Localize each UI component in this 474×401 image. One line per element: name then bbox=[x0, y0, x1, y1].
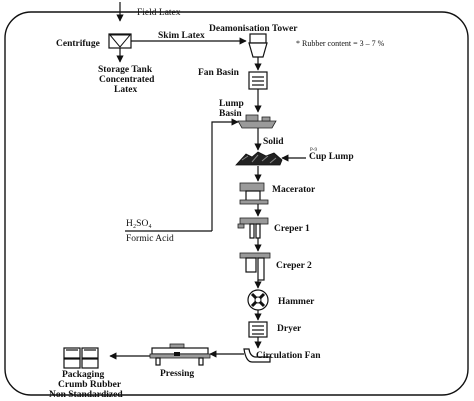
pressing-icon bbox=[149, 343, 211, 366]
dryer-label: Dryer bbox=[277, 324, 302, 334]
centrifuge-icon bbox=[108, 33, 132, 49]
storage-tank-label: Storage Tank bbox=[98, 65, 153, 75]
fan-basin-label: Fan Basin bbox=[198, 68, 240, 78]
solid-label: Solid bbox=[263, 137, 284, 147]
creper1-label: Creper 1 bbox=[274, 224, 310, 234]
lump-basin-icon bbox=[237, 114, 277, 129]
crumb-rubber-label: Crumb Rubber bbox=[58, 380, 122, 390]
pressing-label: Pressing bbox=[160, 369, 194, 379]
creper2-label: Creper 2 bbox=[276, 261, 312, 271]
field-latex-label: Field Latex bbox=[137, 8, 181, 18]
hammer-label: Hammer bbox=[278, 297, 315, 307]
creper2-icon bbox=[239, 252, 271, 281]
skim-latex-label: Skim Latex bbox=[158, 31, 205, 41]
creper1-icon bbox=[237, 217, 269, 239]
formic-acid-label: Formic Acid bbox=[126, 234, 174, 244]
packaging-icon bbox=[63, 347, 99, 369]
concentrated-label: Concentrated bbox=[99, 75, 155, 85]
h2so4-label: H₂SO₄ bbox=[126, 219, 152, 229]
centrifuge-label: Centrifuge bbox=[56, 39, 100, 49]
lump-label: Lump bbox=[219, 99, 244, 109]
cup-lump-label: Cup Lump bbox=[309, 152, 354, 162]
dryer-icon bbox=[248, 321, 268, 338]
basin-label: Basin bbox=[219, 109, 242, 119]
deamonisation-tower-icon bbox=[248, 33, 268, 58]
macerator-label: Macerator bbox=[272, 185, 316, 195]
fan-basin-icon bbox=[248, 71, 268, 90]
packaging-label: Packaging bbox=[62, 370, 104, 380]
circulation-fan-icon bbox=[243, 348, 271, 363]
macerator-icon bbox=[239, 182, 269, 205]
hammer-icon bbox=[247, 289, 269, 311]
non-standardized-label: Non Standardized bbox=[49, 390, 123, 400]
rubber-content-note: * Rubber content = 3 – 7 % bbox=[296, 39, 385, 48]
circulation-fan-label: Circulation Fan bbox=[256, 351, 321, 361]
p9-label: P-9 bbox=[310, 148, 317, 153]
deamonisation-tower-label: Deamonisation Tower bbox=[209, 24, 298, 34]
acid-feed-line bbox=[211, 118, 239, 231]
cup-lump-icon bbox=[235, 151, 283, 166]
diagram-frame bbox=[4, 11, 469, 396]
latex-label: Latex bbox=[114, 85, 137, 95]
